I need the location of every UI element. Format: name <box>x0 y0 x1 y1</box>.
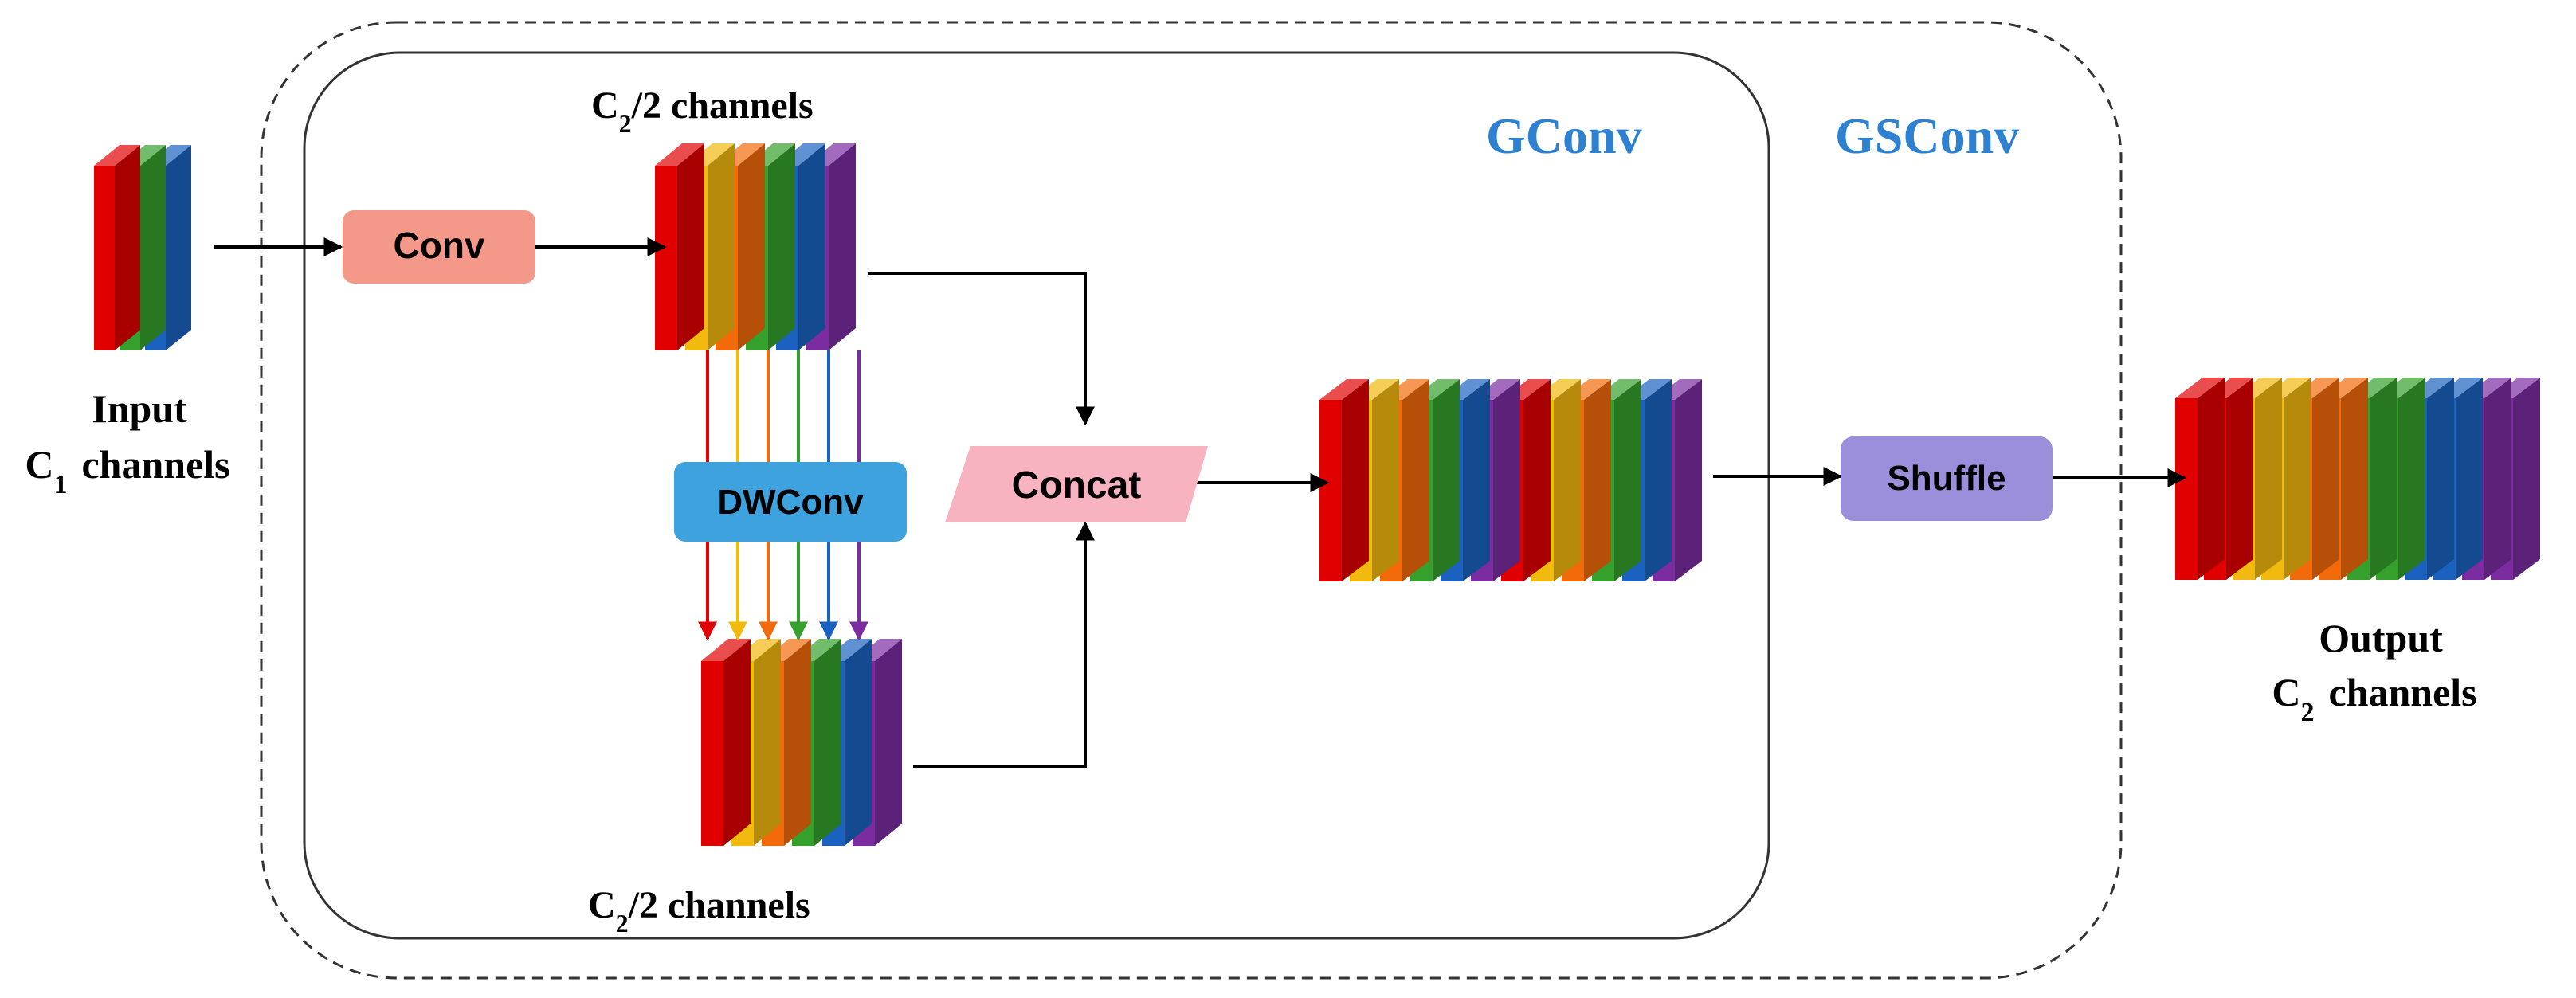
slice-side-face <box>2312 378 2339 580</box>
slice-side-face <box>2456 378 2483 580</box>
output-label: Output <box>2319 616 2443 660</box>
conv-label: Conv <box>394 225 485 266</box>
dwconv-box: DWConv <box>674 462 907 542</box>
shuffle-label: Shuffle <box>1887 459 2006 498</box>
slice-front-face <box>94 166 115 350</box>
slice-top-face <box>1319 379 1369 400</box>
slice-side-face <box>677 143 704 350</box>
conv-box: Conv <box>343 210 535 284</box>
slice-side-face <box>1463 379 1490 581</box>
gconv-boundary <box>303 51 1770 940</box>
slice-side-face <box>1614 379 1641 581</box>
slice-side-face <box>1433 379 1460 581</box>
slice-side-face <box>2513 378 2540 580</box>
slice-side-face <box>784 639 811 846</box>
slice-side-face <box>166 145 191 350</box>
slice-side-face <box>2284 378 2311 580</box>
input-label: Input <box>92 386 187 431</box>
slice-side-face <box>1493 379 1520 581</box>
slice-front-face <box>2175 398 2198 580</box>
slice-side-face <box>798 143 825 350</box>
slice-side-face <box>1584 379 1611 581</box>
channel-slice <box>94 145 140 350</box>
slice-side-face <box>115 145 140 350</box>
slice-side-face <box>1554 379 1581 581</box>
slice-side-face <box>140 145 166 350</box>
concat-box: Concat <box>945 446 1208 522</box>
concat-output-stack <box>1319 379 1702 581</box>
slice-front-face <box>655 166 677 350</box>
slice-side-face <box>845 639 872 846</box>
slice-side-face <box>1402 379 1429 581</box>
shuffle-output-stack <box>2175 378 2540 580</box>
slice-side-face <box>875 639 902 846</box>
slice-top-face <box>94 145 140 166</box>
slice-side-face <box>1342 379 1369 581</box>
channel-slice <box>655 143 704 350</box>
slice-front-face <box>701 661 723 846</box>
slice-top-face <box>701 639 751 661</box>
bottom-half-channels-label: C2/2 channels <box>588 884 810 937</box>
slice-side-face <box>2255 378 2282 580</box>
conv-output-stack <box>655 143 856 350</box>
concat-label: Concat <box>1012 464 1142 507</box>
slice-side-face <box>723 639 751 846</box>
slice-side-face <box>738 143 765 350</box>
slice-side-face <box>768 143 795 350</box>
dwconv-label: DWConv <box>717 483 864 522</box>
slice-side-face <box>2370 378 2397 580</box>
slice-side-face <box>1523 379 1551 581</box>
slice-side-face <box>2341 378 2368 580</box>
channel-slice <box>1319 379 1369 581</box>
gsconv-title: GSConv <box>1835 108 2019 164</box>
bottom-to-concat-arrow <box>913 521 1095 768</box>
slice-side-face <box>829 143 856 350</box>
slice-side-face <box>1372 379 1399 581</box>
slice-side-face <box>708 143 735 350</box>
slice-top-face <box>2175 378 2225 398</box>
slice-side-face <box>1645 379 1672 581</box>
dwconv-channel-arrows <box>698 350 868 641</box>
slice-side-face <box>754 639 781 846</box>
slice-side-face <box>2226 378 2253 580</box>
slice-side-face <box>2484 378 2511 580</box>
gsconv-boundary <box>260 21 2123 980</box>
slice-side-face <box>2427 378 2454 580</box>
channel-slice <box>701 639 751 846</box>
slice-top-face <box>655 143 704 166</box>
gconv-title: GConv <box>1486 108 1642 164</box>
top-to-concat-arrow <box>868 272 1095 426</box>
channel-slice <box>2175 378 2225 580</box>
slice-side-face <box>814 639 841 846</box>
input-feature-stack <box>94 145 191 350</box>
slice-side-face <box>2398 378 2425 580</box>
dwconv-output-stack <box>701 639 902 846</box>
top-half-channels-label: C2/2 channels <box>591 84 814 138</box>
slice-side-face <box>1675 379 1702 581</box>
shuffle-box: Shuffle <box>1841 436 2053 521</box>
slice-front-face <box>1319 400 1342 581</box>
slice-side-face <box>2198 378 2225 580</box>
